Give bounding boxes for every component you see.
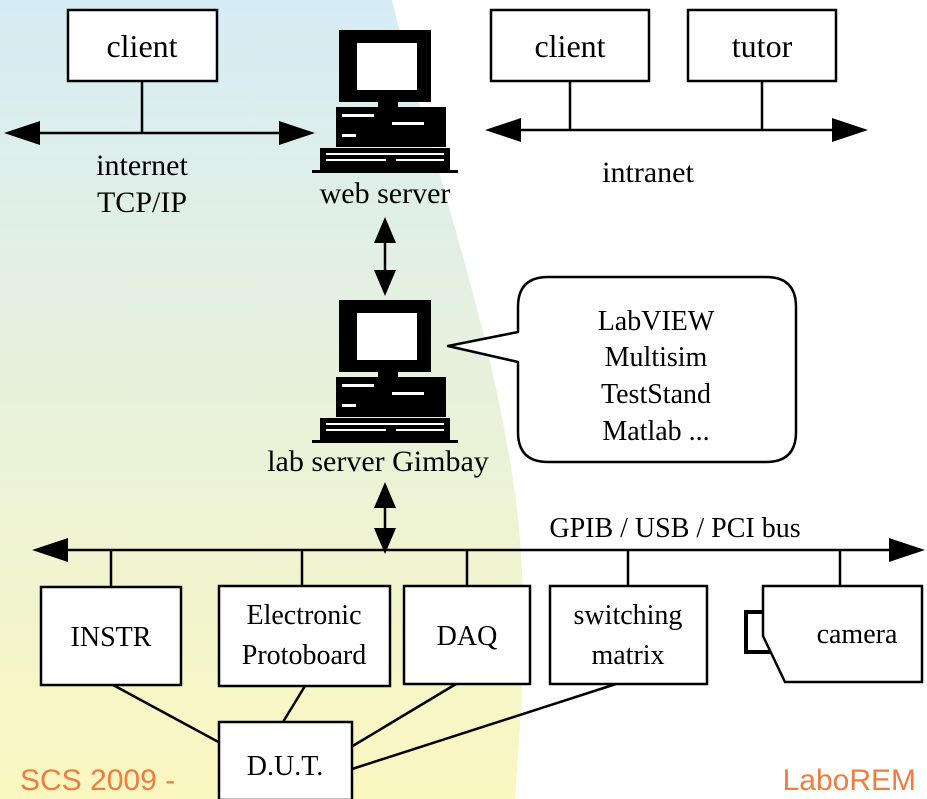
software-line-1: LabVIEW bbox=[598, 306, 715, 337]
internet-arrow-right bbox=[279, 121, 315, 145]
bus-label: GPIB / USB / PCI bus bbox=[549, 513, 800, 544]
switching-matrix-label-line-1: switching bbox=[574, 600, 683, 631]
footer-left-text: SCS 2009 - bbox=[20, 764, 175, 797]
instr-dut-line bbox=[112, 683, 225, 747]
daq-label: DAQ bbox=[437, 621, 498, 652]
lab-bus-link-arrow-up bbox=[374, 482, 396, 508]
switching-dut-line bbox=[351, 682, 617, 771]
camera-box bbox=[761, 584, 924, 684]
client-label-internet: client bbox=[106, 28, 177, 64]
protoboard-dut-line bbox=[281, 685, 307, 723]
web-server-label: web server bbox=[320, 177, 451, 210]
web-lab-link-arrow-up bbox=[374, 217, 396, 243]
bus-arrow-right bbox=[889, 538, 925, 562]
tcpip-label: TCP/IP bbox=[97, 186, 187, 219]
bus-arrow-left bbox=[32, 538, 68, 562]
desktop-computer-icon bbox=[312, 300, 458, 443]
software-line-2: Multisim bbox=[605, 342, 708, 373]
intranet-arrow-right bbox=[832, 118, 868, 142]
protoboard-label-line-2: Protoboard bbox=[242, 640, 366, 671]
internet-arrow-left bbox=[4, 121, 40, 145]
daq-dut-line bbox=[350, 682, 457, 749]
internet-label: internet bbox=[96, 149, 188, 182]
dut-label: D.U.T. bbox=[247, 751, 323, 782]
client-label-intranet: client bbox=[534, 28, 605, 64]
lab-bus-link-arrow-down bbox=[374, 528, 396, 554]
dut-box bbox=[217, 720, 354, 799]
desktop-computer-icon bbox=[312, 30, 458, 173]
protoboard-label-line-1: Electronic bbox=[246, 600, 361, 631]
daq-box bbox=[402, 584, 532, 686]
software-line-4: Matlab ... bbox=[602, 416, 709, 447]
camera-label: camera bbox=[817, 619, 898, 650]
tutor-label: tutor bbox=[732, 28, 793, 64]
instr-label: INSTR bbox=[71, 622, 152, 653]
intranet-arrow-left bbox=[485, 118, 521, 142]
software-callout-bubble bbox=[446, 275, 798, 464]
intranet-label: intranet bbox=[602, 156, 694, 189]
switching-matrix-box bbox=[548, 584, 709, 686]
switching-matrix-label-line-2: matrix bbox=[591, 640, 664, 671]
web-lab-link-arrow-down bbox=[374, 270, 396, 296]
protoboard-box bbox=[217, 584, 392, 688]
camera-icon bbox=[744, 584, 924, 684]
client-box-internet bbox=[66, 8, 219, 83]
lab-server-label: lab server Gimbay bbox=[267, 445, 489, 478]
software-line-3: TestStand bbox=[601, 379, 711, 410]
footer-right-text: LaboREM bbox=[783, 764, 916, 797]
instr-box bbox=[39, 585, 183, 687]
